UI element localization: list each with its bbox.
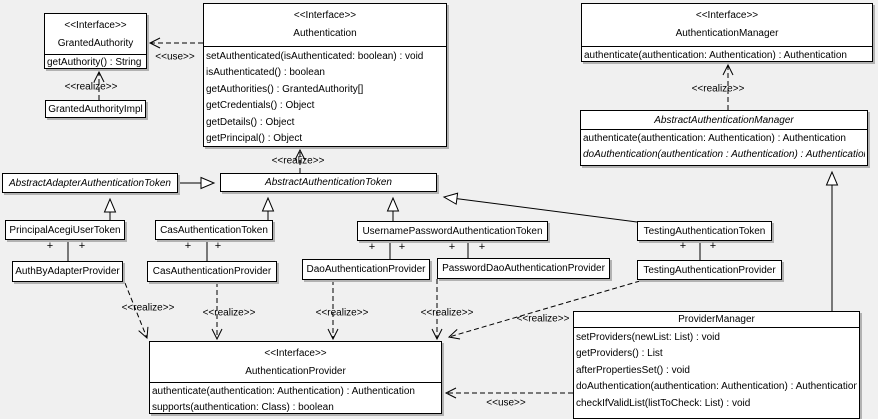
method: authenticate(authentication: Authenticat… xyxy=(152,386,415,397)
class-name: Authentication xyxy=(293,28,357,39)
interface-stereotype: <<Interface>> xyxy=(64,20,127,31)
class-username-password-authentication-token: UsernamePasswordAuthenticationToken xyxy=(357,221,548,241)
class-granted-authority: <<Interface>> GrantedAuthority getAuthor… xyxy=(44,13,147,69)
method: authenticate(authentication: Authenticat… xyxy=(584,50,847,61)
multiplicity-marker: + xyxy=(46,240,54,252)
method: isAuthenticated() : boolean xyxy=(206,67,325,79)
method: authenticate(authentication: Authenticat… xyxy=(583,133,846,144)
interface-stereotype: <<Interface>> xyxy=(695,10,759,21)
class-name: DaoAuthenticationProvider xyxy=(306,264,426,275)
class-name: UsernamePasswordAuthenticationToken xyxy=(362,225,543,237)
interface-stereotype: <<Interface>> xyxy=(293,10,357,21)
class-name: TestingAuthenticationToken xyxy=(643,225,766,237)
method: getAuthorities() : GrantedAuthority[] xyxy=(206,83,364,95)
class-name: AuthenticationProvider xyxy=(245,366,346,377)
class-name: PrincipalAcegiUserToken xyxy=(9,224,121,236)
class-abstract-adapter-authentication-token: AbstractAdapterAuthenticationToken xyxy=(2,173,178,193)
class-authentication: <<Interface>> Authentication setAuthenti… xyxy=(203,3,447,147)
class-name: AbstractAdapterAuthenticationToken xyxy=(9,177,171,189)
class-name: ProviderManager xyxy=(678,314,755,325)
class-name: CasAuthenticationToken xyxy=(160,224,268,236)
class-name: AbstractAuthenticationToken xyxy=(265,177,392,188)
class-cas-authentication-provider: CasAuthenticationProvider xyxy=(147,261,277,282)
realize-label: <<realize>> xyxy=(64,81,118,93)
realize-label: <<realize>> xyxy=(315,307,369,319)
abstract-method: doAuthentication(authentication : Authen… xyxy=(583,149,865,161)
method: setProviders(newList: List) : void xyxy=(576,332,720,343)
class-name: GrantedAuthorityImpl xyxy=(48,103,143,115)
class-authentication-manager: <<Interface>> AuthenticationManager auth… xyxy=(581,3,873,62)
method: doAuthentication(authentication: Authent… xyxy=(576,381,857,393)
multiplicity-marker: + xyxy=(78,240,86,252)
multiplicity-marker: + xyxy=(368,241,376,253)
class-authentication-provider: <<Interface>> AuthenticationProvider aut… xyxy=(149,341,442,414)
class-name: CasAuthenticationProvider xyxy=(152,266,272,277)
method: setAuthenticated(isAuthenticated: boolea… xyxy=(206,51,424,62)
realize-label: <<realize>> xyxy=(691,83,745,95)
multiplicity-marker: + xyxy=(214,240,222,252)
class-auth-by-adapter-provider: AuthByAdapterProvider xyxy=(12,261,123,282)
realize-label: <<realize>> xyxy=(271,155,325,167)
class-provider-manager: ProviderManager setProviders(newList: Li… xyxy=(573,311,860,419)
method: supports(authentication: Class) : boolea… xyxy=(152,402,334,414)
method: checkIfValidList(listToCheck: List) : vo… xyxy=(576,397,751,409)
method: getAuthority() : String xyxy=(47,57,142,68)
interface-stereotype: <<Interface>> xyxy=(264,348,327,359)
method: getCredentials() : Object xyxy=(206,100,315,112)
multiplicity-marker: + xyxy=(679,240,687,252)
class-dao-authentication-provider: DaoAuthenticationProvider xyxy=(302,259,430,280)
class-name: GrantedAuthority xyxy=(57,38,134,49)
class-principal-acegi-user-token: PrincipalAcegiUserToken xyxy=(5,220,125,240)
class-password-dao-authentication-provider: PasswordDaoAuthenticationProvider xyxy=(437,258,610,279)
class-testing-authentication-provider: TestingAuthenticationProvider xyxy=(637,260,782,280)
class-abstract-authentication-token: AbstractAuthenticationToken xyxy=(220,173,437,192)
class-name: TestingAuthenticationProvider xyxy=(643,264,776,276)
class-name: AuthenticationManager xyxy=(675,28,779,39)
method: afterPropertiesSet() : void xyxy=(576,364,690,376)
class-name: PasswordDaoAuthenticationProvider xyxy=(442,263,605,274)
use-label: <<use>> xyxy=(155,51,195,63)
class-name: AuthByAdapterProvider xyxy=(15,266,120,277)
multiplicity-marker: + xyxy=(398,241,406,253)
multiplicity-marker: + xyxy=(478,241,486,253)
class-cas-authentication-token: CasAuthenticationToken xyxy=(155,220,273,240)
realize-label: <<realize>> xyxy=(420,307,474,319)
multiplicity-marker: + xyxy=(184,240,192,252)
realize-label: <<realize>> xyxy=(202,307,256,319)
gen-testing-token xyxy=(442,192,638,223)
class-testing-authentication-token: TestingAuthenticationToken xyxy=(637,221,772,241)
realize-label: <<realize>> xyxy=(121,302,175,314)
multiplicity-marker: + xyxy=(709,240,717,252)
method: getProviders() : List xyxy=(576,348,663,360)
realize-label: <<realize>> xyxy=(516,313,570,325)
use-label: <<use>> xyxy=(486,397,526,409)
class-abstract-authentication-manager: AbstractAuthenticationManager authentica… xyxy=(580,110,868,166)
class-granted-authority-impl: GrantedAuthorityImpl xyxy=(45,100,146,118)
class-name: AbstractAuthenticationManager xyxy=(654,115,794,126)
multiplicity-marker: + xyxy=(448,241,456,253)
method: getPrincipal() : Object xyxy=(206,133,303,145)
method: getDetails() : Object xyxy=(206,116,295,128)
realize-authbyadapter xyxy=(124,282,149,340)
